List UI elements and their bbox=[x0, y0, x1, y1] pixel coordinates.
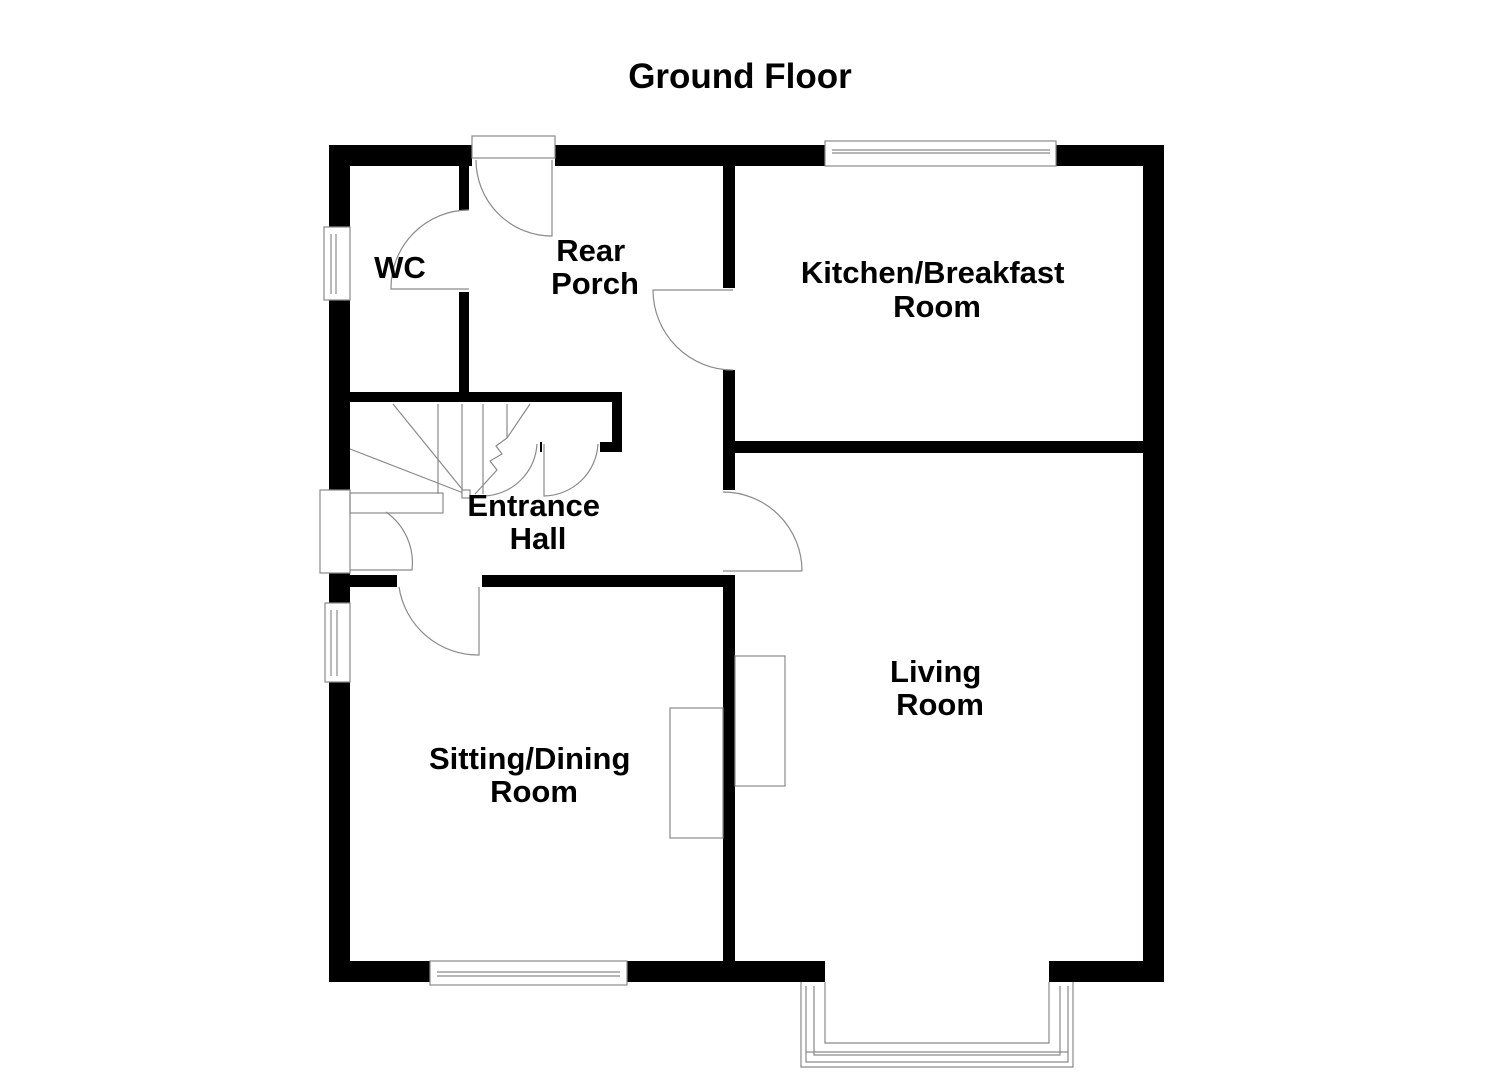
room-label-rear-porch: Rear Porch bbox=[551, 233, 639, 301]
internal-walls bbox=[345, 160, 1148, 970]
staircase bbox=[349, 403, 531, 514]
living-room-fireplace bbox=[734, 655, 786, 787]
cupboard-door-right bbox=[543, 443, 599, 497]
room-label-wc: WC bbox=[374, 250, 426, 285]
wc-door bbox=[390, 209, 470, 290]
kitchen-window bbox=[824, 140, 1057, 167]
kitchen-door bbox=[652, 289, 734, 371]
sitting-room-door bbox=[398, 586, 480, 656]
room-label-living-room: Living Room bbox=[890, 654, 990, 722]
room-label-kitchen: Kitchen/Breakfast Room bbox=[801, 255, 1073, 324]
outer-walls bbox=[329, 145, 1164, 982]
living-room-door bbox=[722, 491, 803, 572]
rear-porch-door bbox=[475, 159, 553, 237]
bay-window bbox=[800, 982, 1074, 1068]
room-label-entrance-hall: Entrance Hall bbox=[467, 488, 608, 556]
room-label-sitting-dining: Sitting/Dining Room bbox=[429, 741, 639, 809]
sitting-left-window bbox=[324, 602, 351, 683]
rear-door-frame bbox=[471, 135, 556, 159]
cupboard-door-left bbox=[482, 443, 538, 497]
front-door bbox=[350, 511, 414, 571]
sitting-room-fireplace bbox=[669, 707, 724, 839]
sitting-bottom-window bbox=[429, 960, 628, 986]
floor-title: Ground Floor bbox=[628, 57, 852, 96]
windows bbox=[319, 135, 1074, 1068]
doors bbox=[350, 159, 803, 656]
wc-window bbox=[323, 226, 351, 301]
room-labels: WC Rear Porch Kitchen/Breakfast Room Ent… bbox=[374, 233, 1073, 809]
fireplaces bbox=[669, 655, 786, 839]
front-door-frame bbox=[319, 489, 351, 574]
